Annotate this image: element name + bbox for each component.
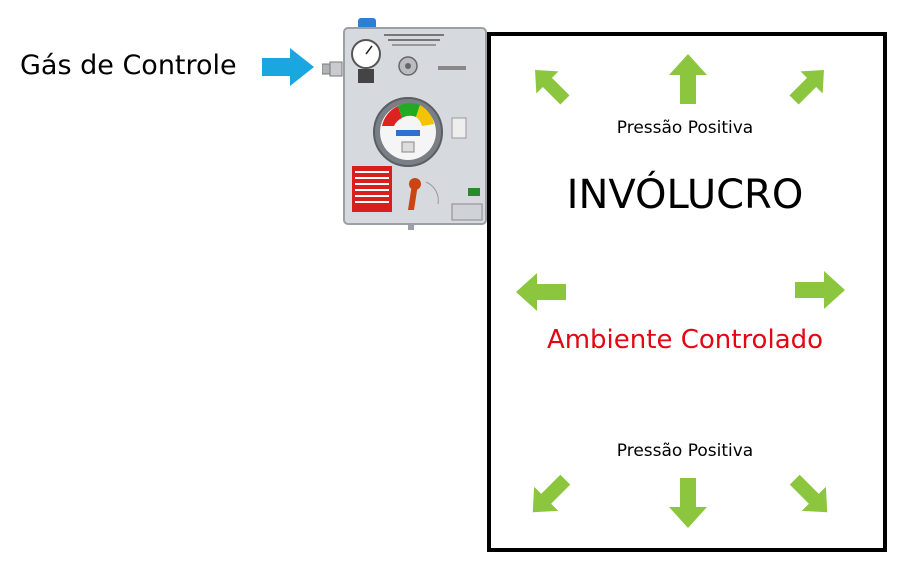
positive-pressure-top-label: Pressão Positiva [616,118,754,138]
arrow-right-icon [795,271,845,309]
arrow-left-icon [516,273,566,311]
arrow-down-right-icon [789,474,828,513]
arrow-down-left-icon [532,474,571,513]
enclosure-title: INVÓLUCRO [566,172,804,218]
arrow-up-left-icon [535,70,570,105]
arrow-down-icon [669,478,707,528]
pressurization-panel-icon [322,18,487,230]
positive-pressure-bottom-label: Pressão Positiva [616,441,754,461]
arrow-up-right-icon [789,70,824,105]
arrow-up-icon [669,54,707,104]
controlled-environment-label: Ambiente Controlado [546,325,824,355]
control-gas-label: Gás de Controle [20,50,237,81]
arrow-right-icon [262,48,314,86]
